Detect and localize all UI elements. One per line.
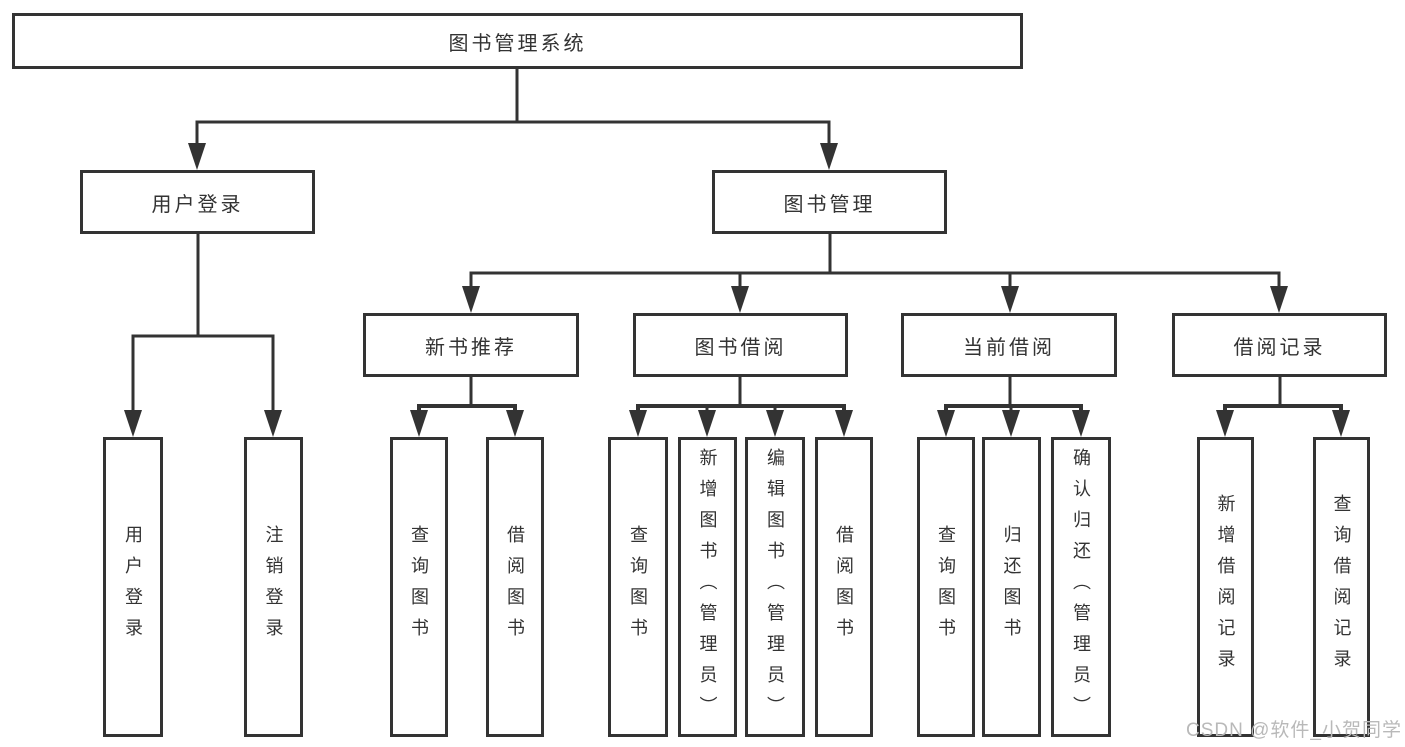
- leaf-label: 编辑图书（管理员）: [765, 447, 785, 727]
- leaf-user-login: 用户登录: [103, 437, 163, 737]
- node-label: 图书管理系统: [448, 32, 587, 55]
- leaf-label: 用户登录: [123, 525, 143, 649]
- leaf-label: 新增图书（管理员）: [697, 447, 718, 727]
- leaf-query-books-current: 查询图书: [917, 437, 975, 737]
- leaf-label: 借阅图书: [834, 525, 854, 649]
- leaf-logout-login: 注销登录: [244, 437, 303, 737]
- leaf-borrow-books-recommend: 借阅图书: [486, 437, 544, 737]
- leaf-query-books-borrowing: 查询图书: [608, 437, 668, 737]
- leaf-add-books-admin: 新增图书（管理员）: [678, 437, 737, 737]
- node-user-login: 用户登录: [80, 170, 315, 234]
- leaf-label: 查询借阅记录: [1331, 494, 1352, 680]
- node-label: 图书管理: [783, 193, 876, 216]
- leaf-add-borrow-record: 新增借阅记录: [1197, 437, 1254, 737]
- node-borrowing-records: 借阅记录: [1172, 313, 1387, 377]
- node-new-book-recommendation: 新书推荐: [363, 313, 579, 377]
- leaf-label: 注销登录: [263, 525, 284, 649]
- node-label: 图书借阅: [694, 336, 787, 359]
- node-label: 借阅记录: [1233, 336, 1326, 359]
- arrowheads: [124, 143, 1350, 437]
- leaf-borrow-books-borrowing: 借阅图书: [815, 437, 873, 737]
- leaf-label: 查询图书: [936, 525, 956, 649]
- node-current-borrowing: 当前借阅: [901, 313, 1117, 377]
- leaf-label: 查询图书: [628, 525, 648, 649]
- leaf-return-books: 归还图书: [982, 437, 1041, 737]
- leaf-query-books-recommend: 查询图书: [390, 437, 448, 737]
- leaf-query-borrow-record: 查询借阅记录: [1313, 437, 1370, 737]
- leaf-confirm-return-admin: 确认归还（管理员）: [1051, 437, 1111, 737]
- node-book-borrowing: 图书借阅: [633, 313, 848, 377]
- leaf-label: 归还图书: [1001, 525, 1022, 649]
- node-system-root: 图书管理系统: [12, 13, 1023, 69]
- watermark-csdn: CSDN @软件_小贺同学: [1186, 720, 1402, 741]
- leaf-label: 确认归还（管理员）: [1071, 447, 1091, 727]
- leaf-label: 借阅图书: [505, 525, 525, 649]
- connector-paths: [131, 68, 1343, 412]
- node-label: 当前借阅: [963, 336, 1055, 359]
- node-label: 新书推荐: [425, 336, 517, 359]
- leaf-label: 新增借阅记录: [1215, 494, 1236, 680]
- node-label: 用户登录: [151, 193, 244, 216]
- leaf-edit-books-admin: 编辑图书（管理员）: [745, 437, 805, 737]
- node-book-management: 图书管理: [712, 170, 947, 234]
- leaf-label: 查询图书: [409, 525, 429, 649]
